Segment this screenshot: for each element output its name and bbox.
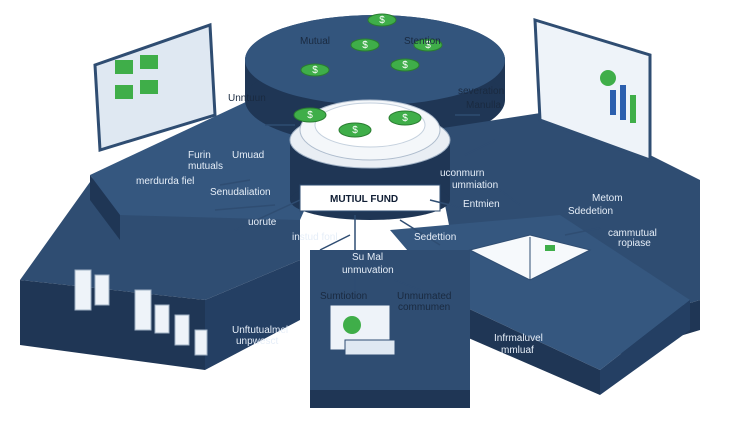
label-ummiation: ummiation: [452, 180, 499, 191]
label-sumtiotion: Sumtiotion: [320, 291, 368, 302]
label-uorute: uorute: [248, 217, 277, 228]
label-senudalion: Senudaliation: [210, 187, 271, 198]
svg-text:$: $: [312, 65, 318, 76]
label-su-mal: Su Mal: [352, 252, 384, 263]
label-mutuals: mutuals: [188, 161, 224, 172]
label-unmunated: Unmumated: [397, 291, 452, 302]
label-mmluaf: mmluaf: [501, 345, 534, 356]
open-book: [468, 234, 592, 281]
svg-text:$: $: [402, 60, 408, 71]
bar-columns: [74, 269, 208, 356]
svg-text:$: $: [352, 125, 358, 136]
right-monitor: [533, 17, 652, 163]
label-unntuun: Unntuun: [228, 93, 266, 104]
coin-stacks: $ $ $ $ $ $ $ $: [293, 13, 443, 138]
label-infrmaluvel: Infrmaluvel: [494, 333, 543, 344]
label-ropiase: ropiase: [618, 238, 651, 249]
label-umuad: Umuad: [232, 150, 265, 161]
label-metom: Metom: [592, 193, 623, 204]
center-fund-title: MUTIUL FUND: [330, 194, 399, 205]
label-mutual: Mutual: [300, 36, 331, 47]
label-commumen: commumen: [398, 302, 451, 313]
label-severation: severation: [458, 86, 505, 97]
upper-left-platform: [90, 100, 340, 240]
label-uconmurn: uconmurn: [440, 168, 485, 179]
svg-text:$: $: [307, 110, 313, 121]
label-sdedetion: Sdedetion: [568, 206, 614, 217]
label-unpwesct: unpwesct: [236, 336, 279, 347]
svg-text:$: $: [379, 15, 385, 26]
flow-arrows: [214, 114, 601, 291]
label-instud-fonl: instud fonl: [292, 232, 338, 243]
svg-text:$: $: [425, 40, 431, 51]
label-unfutualmet: Unftutualmel: [232, 325, 289, 336]
label-sedetion: Sedettion: [414, 232, 457, 243]
label-furin: Furin: [188, 150, 211, 161]
label-manulla: Manulla: [466, 100, 502, 111]
label-unmuvation: unmuvation: [342, 265, 394, 276]
svg-text:$: $: [402, 113, 408, 124]
label-cammutual: cammutual: [608, 228, 657, 239]
label-entmien: Entmien: [463, 199, 500, 210]
label-meridurda: merdurda fiel: [136, 176, 195, 187]
center-screen: [329, 304, 396, 356]
left-monitor: [93, 22, 217, 152]
label-stention: Stention: [404, 36, 441, 47]
svg-text:$: $: [362, 40, 368, 51]
